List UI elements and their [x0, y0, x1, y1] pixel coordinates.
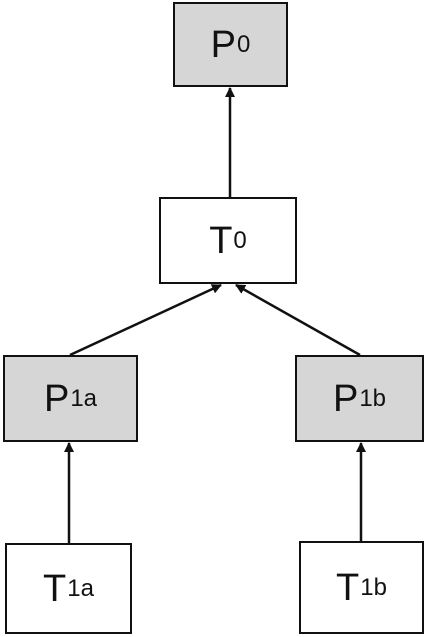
node-p0-sub: 0: [237, 30, 251, 58]
node-p1b-label: P: [332, 377, 359, 420]
node-p1b-sub: 1b: [359, 384, 387, 412]
node-t0-sub: 0: [233, 226, 247, 254]
node-p1a-label: P: [43, 377, 70, 420]
node-t1a-label: T: [43, 567, 67, 610]
node-t1b-label: T: [336, 566, 360, 609]
node-t0-label: T: [209, 219, 233, 262]
node-p1a-sub: 1a: [70, 384, 98, 412]
node-t1a-sub: 1a: [67, 574, 94, 602]
edge-p1b-to-t0: [235, 283, 361, 357]
node-p0-label: P: [210, 23, 236, 66]
edge-p1a-to-t0: [69, 283, 222, 357]
node-t1b-sub: 1b: [360, 573, 387, 601]
